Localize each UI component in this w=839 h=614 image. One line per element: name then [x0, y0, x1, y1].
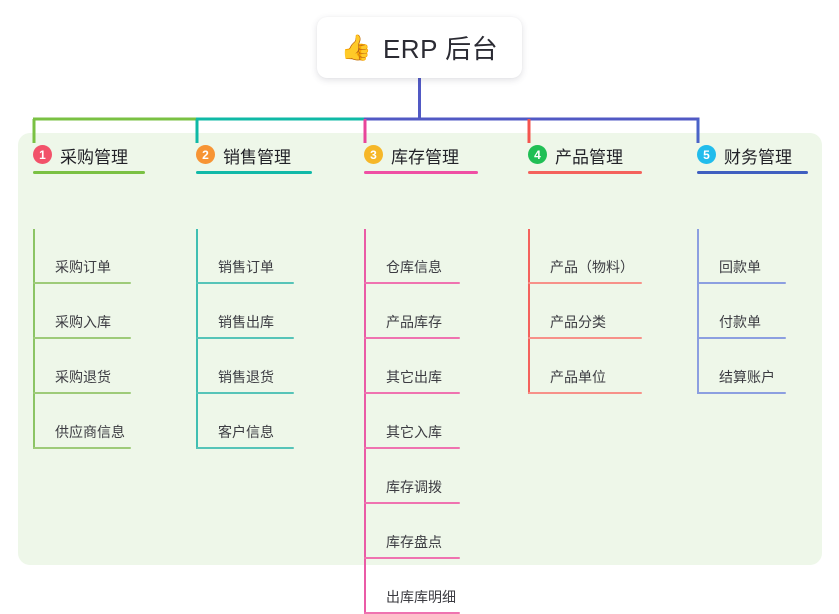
branch-header-3[interactable]: 3 库存管理	[364, 143, 478, 177]
branch-underline	[528, 171, 642, 174]
branch-item[interactable]: 客户信息	[196, 394, 334, 449]
branch-item-label: 采购退货	[55, 369, 111, 385]
branch-spine	[697, 229, 699, 394]
branch-item-label: 客户信息	[218, 424, 274, 440]
branch-title: 库存管理	[391, 148, 459, 167]
branch-underline	[364, 171, 478, 174]
branch-item-underline	[528, 392, 642, 394]
branch-item[interactable]: 库存调拨	[364, 449, 500, 504]
branch-item-label: 供应商信息	[55, 424, 125, 440]
branch-column-1: 1 采购管理采购订单采购入库采购退货供应商信息	[33, 143, 145, 449]
thumbs-up-icon: 👍	[340, 34, 372, 62]
branch-item-label: 库存调拨	[386, 479, 442, 495]
branch-item[interactable]: 采购入库	[33, 284, 171, 339]
branch-item[interactable]: 产品单位	[528, 339, 682, 394]
branch-item-label: 仓库信息	[386, 259, 442, 275]
branch-item-underline	[528, 337, 642, 339]
branch-number-badge: 3	[364, 145, 383, 164]
branch-item[interactable]: 供应商信息	[33, 394, 171, 449]
branch-item-underline	[196, 447, 294, 449]
branch-item[interactable]: 销售退货	[196, 339, 334, 394]
branch-item[interactable]: 其它入库	[364, 394, 500, 449]
branch-item-label: 付款单	[719, 314, 761, 330]
branch-item-label: 其它入库	[386, 424, 442, 440]
branch-item[interactable]: 结算账户	[697, 339, 826, 394]
branch-item-label: 产品库存	[386, 314, 442, 330]
branch-item-label: 库存盘点	[386, 534, 442, 550]
branch-item[interactable]: 产品库存	[364, 284, 500, 339]
branch-item-label: 产品（物料）	[550, 259, 634, 275]
branch-number-badge: 1	[33, 145, 52, 164]
branch-item[interactable]: 产品分类	[528, 284, 682, 339]
branch-column-2: 2 销售管理销售订单销售出库销售退货客户信息	[196, 143, 312, 449]
branch-item[interactable]: 库存盘点	[364, 504, 500, 559]
branch-item-label: 采购订单	[55, 259, 111, 275]
branch-item[interactable]: 销售订单	[196, 229, 334, 284]
branch-spine	[528, 229, 530, 394]
branch-item-underline	[528, 282, 642, 284]
branch-number-badge: 2	[196, 145, 215, 164]
branch-header-1[interactable]: 1 采购管理	[33, 143, 145, 177]
branch-item-underline	[33, 392, 131, 394]
branch-title: 产品管理	[555, 148, 623, 167]
branch-number-badge: 4	[528, 145, 547, 164]
branch-item-underline	[364, 337, 460, 339]
root-title: ERP 后台	[382, 34, 499, 64]
branch-header-5[interactable]: 5 财务管理	[697, 143, 808, 177]
branch-spine	[364, 229, 366, 614]
branch-header-4[interactable]: 4 产品管理	[528, 143, 642, 177]
branch-column-4: 4 产品管理产品（物料） 产品分类产品单位	[528, 143, 642, 394]
branch-item-underline	[697, 282, 786, 284]
branch-item-label: 出库库明细	[386, 589, 456, 605]
branch-underline	[697, 171, 808, 174]
branch-item-label: 销售出库	[218, 314, 274, 330]
branch-number-badge: 5	[697, 145, 716, 164]
branch-spine	[196, 229, 198, 449]
branch-item-label: 采购入库	[55, 314, 111, 330]
branch-title: 采购管理	[60, 148, 128, 167]
branch-underline	[196, 171, 312, 174]
branch-column-5: 5 财务管理回款单付款单结算账户	[697, 143, 808, 394]
branch-item-underline	[196, 282, 294, 284]
branch-item-label: 产品单位	[550, 369, 606, 385]
branch-title: 销售管理	[223, 148, 291, 167]
branch-item-underline	[364, 447, 460, 449]
branch-item[interactable]: 付款单	[697, 284, 826, 339]
branch-underline	[33, 171, 145, 174]
branch-item-underline	[33, 337, 131, 339]
branch-item-underline	[697, 337, 786, 339]
branch-item[interactable]: 其它出库	[364, 339, 500, 394]
branch-item-underline	[196, 337, 294, 339]
content-panel	[18, 133, 822, 565]
root-node[interactable]: 👍 ERP 后台	[317, 17, 522, 78]
branch-item-label: 结算账户	[719, 369, 775, 385]
branch-item-underline	[196, 392, 294, 394]
branch-item[interactable]: 采购订单	[33, 229, 171, 284]
branch-item-underline	[364, 502, 460, 504]
branch-item-underline	[364, 392, 460, 394]
branch-item[interactable]: 产品（物料）	[528, 229, 682, 284]
branch-header-2[interactable]: 2 销售管理	[196, 143, 312, 177]
branch-spine	[33, 229, 35, 449]
branch-item-label: 回款单	[719, 259, 761, 275]
branch-item-underline	[33, 282, 131, 284]
branch-item[interactable]: 销售出库	[196, 284, 334, 339]
mindmap-canvas: 👍 ERP 后台 1 采购管理采购订单采购入库采购退货供应商信息 2 销售管理销售订单…	[18, 17, 822, 614]
branch-item-underline	[33, 447, 131, 449]
branch-item[interactable]: 出库库明细	[364, 559, 500, 614]
branch-column-3: 3 库存管理仓库信息产品库存其它出库其它入库库存调拨库存盘点出库库明细	[364, 143, 478, 614]
branch-title: 财务管理	[724, 148, 792, 167]
branch-item[interactable]: 回款单	[697, 229, 826, 284]
branch-item-underline	[364, 557, 460, 559]
branch-item-underline	[697, 392, 786, 394]
branch-item[interactable]: 仓库信息	[364, 229, 500, 284]
branch-item-underline	[364, 282, 460, 284]
branch-item-label: 销售退货	[218, 369, 274, 385]
branch-item-label: 销售订单	[218, 259, 274, 275]
branch-item[interactable]: 采购退货	[33, 339, 171, 394]
branch-item-label: 产品分类	[550, 314, 606, 330]
branch-item-label: 其它出库	[386, 369, 442, 385]
